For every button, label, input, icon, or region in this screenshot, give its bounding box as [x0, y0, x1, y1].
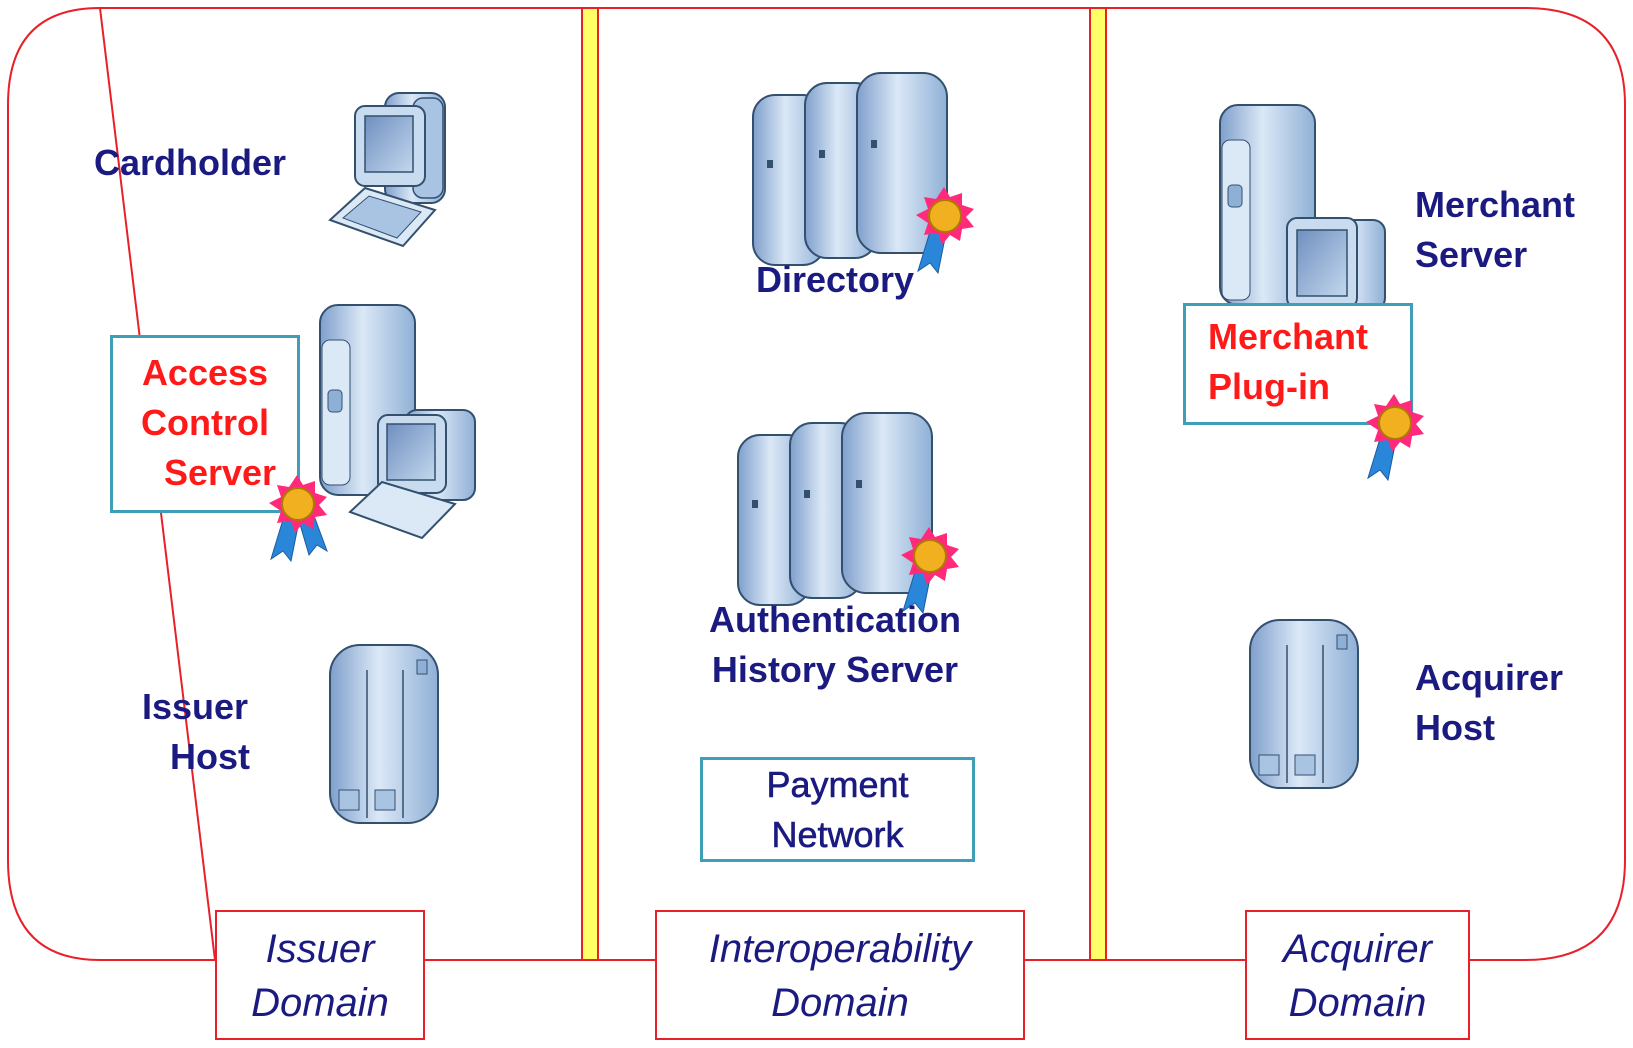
- merchant-plugin-box: Merchant Plug-in: [1183, 303, 1413, 425]
- acs-label-line3: Server: [163, 452, 277, 493]
- ahs-label-line1: Authentication: [709, 599, 961, 640]
- merchant-server-label-line1: Merchant: [1415, 184, 1576, 225]
- payment-network-label-line1: Payment: [766, 764, 909, 806]
- acquirer-host-label: Acquirer Host: [1415, 653, 1615, 753]
- merchant-server-label-line2: Server: [1415, 234, 1528, 275]
- server-cluster-icon: [752, 72, 948, 266]
- server-cluster-icon: [737, 412, 933, 606]
- certificate-ribbon-icon: [901, 527, 959, 615]
- interop-domain-label-line2: Domain: [771, 981, 909, 1025]
- merchant-plugin-label-line2: Plug-in: [1208, 366, 1330, 407]
- cardholder-label: Cardholder: [93, 142, 287, 183]
- acquirer-host-label-line2: Host: [1415, 707, 1495, 748]
- certificate-ribbon-icon: [1366, 394, 1424, 482]
- acs-label-line1: Access: [141, 352, 269, 393]
- interop-domain-label-line1: Interoperability: [708, 927, 972, 971]
- merchant-server-label: Merchant Server: [1415, 180, 1615, 280]
- acquirer-domain-label-line1: Acquirer: [1283, 927, 1432, 971]
- issuer-domain-box: Issuer Domain: [215, 910, 425, 1040]
- acquirer-host-label-line1: Acquirer: [1415, 657, 1564, 698]
- divider-issuer-interop: [581, 7, 599, 961]
- issuer-host-label-line2: Host: [170, 736, 250, 777]
- issuer-host-label-line1: Issuer: [141, 686, 249, 727]
- ahs-label: Authentication History Server: [680, 595, 990, 695]
- payment-network-label-line2: Network: [771, 814, 904, 856]
- interop-domain-box: Interoperability Domain: [655, 910, 1025, 1040]
- tower-server-icon: [329, 644, 439, 824]
- payment-network-box: Payment Network: [700, 757, 975, 862]
- certificate-ribbon-icon: [916, 187, 974, 275]
- outer-border: [7, 6, 1626, 961]
- tower-server-icon: [1249, 619, 1359, 789]
- acs-box: Access Control Server: [110, 335, 300, 513]
- tower-server-icon: [319, 304, 476, 540]
- acs-label-line2: Control: [141, 402, 269, 443]
- merchant-plugin-label-line1: Merchant: [1208, 316, 1369, 357]
- issuer-domain-label-line1: Issuer: [265, 927, 375, 971]
- directory-label: Directory: [755, 259, 915, 300]
- certificate-ribbon-icon: [269, 475, 328, 563]
- acquirer-domain-box: Acquirer Domain: [1245, 910, 1470, 1040]
- acquirer-domain-label-line2: Domain: [1288, 981, 1427, 1025]
- divider-interop-acquirer: [1089, 7, 1107, 961]
- ahs-label-line2: History Server: [711, 649, 959, 690]
- issuer-domain-label-line2: Domain: [251, 981, 389, 1025]
- tower-server-icon: [1219, 104, 1386, 311]
- issuer-host-label: Issuer Host: [120, 682, 270, 782]
- desktop-computer-icon: [328, 92, 446, 248]
